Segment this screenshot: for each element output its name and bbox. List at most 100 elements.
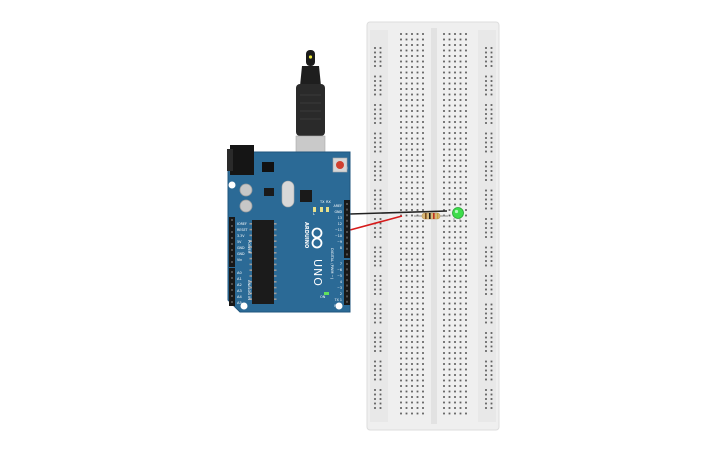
breadboard-hole [405,77,408,79]
breadboard-hole [448,319,451,321]
breadboard-hole [443,148,445,151]
breadboard-hole [465,220,467,222]
red-wire[interactable] [349,215,403,231]
power-rail-hole [379,165,382,168]
digital-header-label: DIGITAL (PWM ~) [330,248,334,280]
reset-button-cap[interactable] [336,161,344,169]
usb-cable[interactable] [295,50,326,165]
breadboard-hole [400,187,402,189]
power-rail-hole [490,218,493,220]
usb-plug-housing [296,84,325,136]
power-rail-hole [485,321,487,324]
breadboard-hole [405,170,408,173]
breadboard-hole [422,209,424,211]
breadboard-hole [465,357,467,360]
breadboard-hole [448,77,451,79]
breadboard-hole [400,192,402,195]
breadboard-hole [454,286,456,288]
breadboard-hole [405,253,408,255]
analog-header[interactable] [229,268,235,306]
breadboard-hole [454,77,456,79]
power-rail-hole [374,108,376,111]
breadboard-hole [443,286,445,288]
power-rail-hole [485,60,487,63]
breadboard-hole [405,412,408,415]
power-header[interactable] [229,217,235,267]
breadboard-hole [448,104,451,107]
breadboard-hole [416,44,419,46]
breadboard-hole [459,132,462,134]
power-rail-hole [374,141,376,144]
breadboard-hole [465,242,467,244]
breadboard-hole [448,121,451,123]
breadboard-hole [459,110,462,112]
power-rail-hole [485,179,487,181]
breadboard-hole [454,132,456,134]
breadboard-hole [400,401,402,404]
breadboard-hole [465,66,467,68]
breadboard-hole [454,121,456,123]
breadboard-hole [448,275,451,277]
breadboard-hole [422,308,424,310]
breadboard-hole [448,352,451,354]
breadboard-hole [416,236,419,239]
breadboard-hole [443,401,445,404]
power-rail-hole [485,122,487,124]
breadboard-hole [422,71,424,74]
power-rail-hole [485,264,487,267]
breadboard-hole [459,66,462,68]
breadboard-hole [411,187,413,189]
breadboard-hole [405,143,408,145]
breadboard-hole [454,88,456,90]
breadboard-hole [411,379,413,382]
breadboard-hole [405,368,408,371]
breadboard-hole [422,242,424,244]
power-rail-hole [490,150,493,153]
breadboard-hole [465,203,467,206]
resistor[interactable] [414,212,448,220]
breadboard-hole [448,280,451,283]
breadboard-hole [465,264,467,266]
breadboard-hole [443,99,445,101]
power-rail-hole [379,336,382,339]
breadboard-hole [465,374,467,376]
pin-label-reset: RESET [237,228,249,232]
breadboard-hole [405,137,408,140]
green-led[interactable] [452,207,464,223]
digital-header-low[interactable] [344,260,350,305]
uno-model-text: UNO [311,259,324,287]
power-rail-hole [485,141,487,144]
breadboard-hole [411,198,413,200]
breadboard-hole [448,363,451,365]
breadboard-hole [465,82,467,85]
pin-label-a5: A5 [237,301,242,305]
header-pin-hole [231,255,233,257]
digital-header-high[interactable] [344,200,350,258]
power-rail-hole [374,341,376,343]
breadboard-hole [405,346,408,349]
power-rail-hole [374,389,376,391]
breadboard-hole [422,203,424,206]
power-rail-hole [379,374,382,376]
black-wire[interactable] [349,210,448,215]
arduino-uno-board[interactable]: L TX RX ON ARDUINO UNO POWER ANALOG IN D… [227,145,351,313]
breadboard-hole [454,225,456,228]
breadboard-hole [454,275,456,277]
breadboard-hole [400,220,402,222]
breadboard-hole [411,264,413,266]
breadboard-hole [448,115,451,118]
breadboard-holes[interactable] [374,33,493,415]
breadboard-hole [454,33,456,35]
breadboard-hole [459,77,462,79]
header-pin-hole [346,290,348,292]
power-rail-hole [374,288,376,291]
power-rail-hole [490,251,493,253]
power-rail-hole [485,365,487,367]
dc-power-jack[interactable] [230,145,254,175]
header-pin-hole [231,237,233,239]
power-rail-hole [490,389,493,391]
breadboard[interactable] [366,21,500,431]
breadboard-hole [465,385,467,387]
breadboard-hole [443,104,445,107]
